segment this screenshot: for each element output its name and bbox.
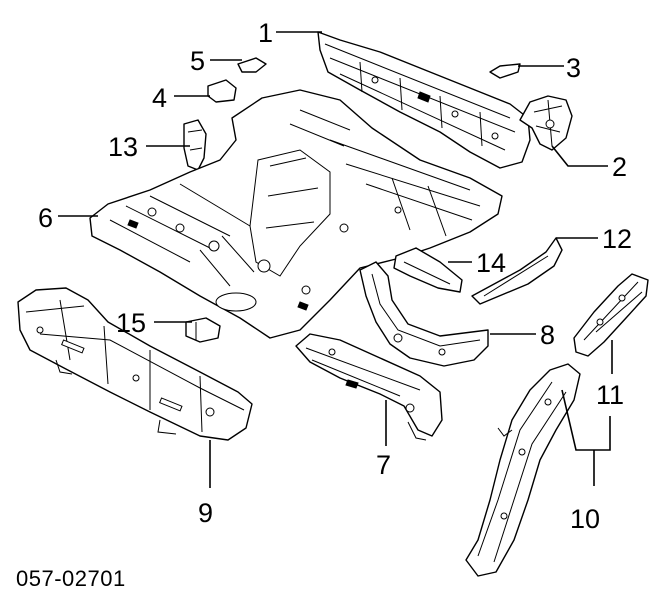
- part-code-label: 057-02701: [16, 566, 126, 591]
- callout-7: 7: [376, 450, 391, 480]
- callout-13: 13: [108, 132, 138, 162]
- callout-8: 8: [540, 320, 555, 350]
- part-6-floor-pan: [89, 89, 503, 339]
- part-9-front-member: [17, 287, 253, 441]
- part-3-clip: [489, 63, 521, 79]
- callout-6: 6: [38, 203, 53, 233]
- part-14-small-panel: [393, 247, 463, 293]
- callout-5: 5: [190, 46, 205, 76]
- part-5-small-plate: [237, 57, 267, 73]
- callout-11: 11: [596, 380, 624, 410]
- part-15-small-block: [185, 317, 221, 343]
- part-10-side-rail: [465, 363, 581, 577]
- callout-14: 14: [476, 248, 506, 278]
- callout-1: 1: [258, 18, 273, 48]
- callout-labels: 1 2 3 4 5 6 7 8 9 10 11 12 13 14 15: [38, 18, 632, 534]
- callout-12: 12: [602, 224, 632, 254]
- leader-10: [561, 389, 611, 486]
- callout-10: 10: [570, 504, 600, 534]
- part-11-rear-rail: [573, 273, 649, 357]
- callout-4: 4: [152, 83, 167, 113]
- part-7-cross-member: [295, 333, 443, 441]
- part-4-small-bracket: [207, 79, 237, 103]
- leader-2: [551, 145, 608, 167]
- part-1-rear-panel: [317, 31, 531, 169]
- callout-15: 15: [116, 308, 146, 338]
- part-2-bracket: [519, 95, 573, 151]
- part-8-rear-member: [359, 261, 489, 367]
- leader-lines: [58, 31, 613, 488]
- part-12-strip: [471, 237, 563, 305]
- part-13-upright-bracket: [183, 119, 207, 171]
- callout-3: 3: [566, 53, 581, 83]
- callout-9: 9: [198, 498, 213, 528]
- callout-2: 2: [612, 152, 627, 182]
